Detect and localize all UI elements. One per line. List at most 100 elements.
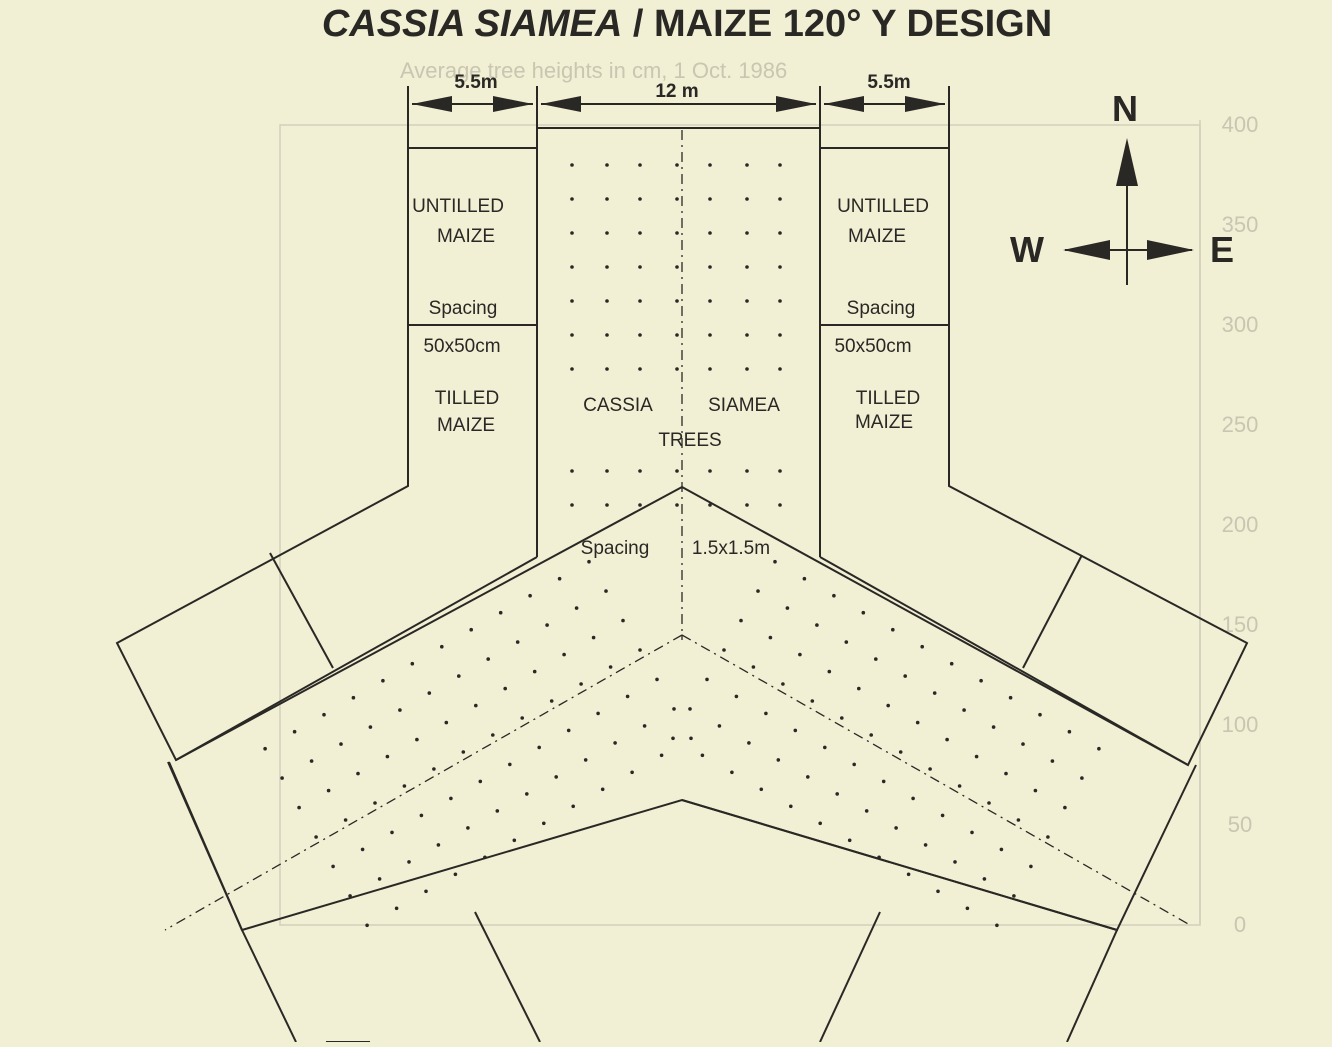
west-strip-labels: UNTILLED MAIZE Spacing 50x50cm TILLED MA… xyxy=(412,196,504,436)
tree-dot xyxy=(491,733,495,737)
bleedthrough-tick: 200 xyxy=(1222,512,1259,537)
tree-dot xyxy=(605,503,609,507)
tree-spacing-value: 1.5x1.5m xyxy=(692,538,770,559)
tree-dot xyxy=(675,367,679,371)
tree-dot xyxy=(427,691,432,695)
tree-dot xyxy=(587,559,591,564)
tree-dot xyxy=(852,762,856,767)
tree-dot xyxy=(717,724,722,728)
tree-dot xyxy=(869,733,873,737)
tree-dot xyxy=(557,576,562,581)
dim-center-strip: 12 m xyxy=(655,81,698,102)
tree-dot xyxy=(591,635,596,640)
tree-dot xyxy=(840,716,844,720)
dim-left-strip: 5.5m xyxy=(454,72,497,93)
tree-dot xyxy=(745,333,749,337)
tree-dot xyxy=(638,503,642,507)
tree-name-siamea: SIAMEA xyxy=(708,395,780,416)
tree-dot xyxy=(570,333,574,337)
tree-dot xyxy=(625,694,630,699)
tree-dot xyxy=(314,835,318,839)
tree-dot xyxy=(512,838,517,843)
tree-dot xyxy=(991,725,996,729)
tree-dot xyxy=(600,787,605,792)
tree-dot xyxy=(638,469,642,473)
tree-dot xyxy=(1012,894,1016,898)
tree-dot xyxy=(621,618,625,623)
tree-dot xyxy=(906,872,911,877)
tree-dot xyxy=(928,767,932,771)
tree-dot xyxy=(962,708,966,712)
tree-dot xyxy=(570,163,574,167)
dimension-lines: 5.5m 12 m 5.5m xyxy=(407,72,950,148)
tree-dot xyxy=(827,669,832,674)
tree-dot xyxy=(688,707,692,711)
tree-dot xyxy=(776,758,781,762)
tree-dot xyxy=(440,644,444,649)
compass-north: N xyxy=(1112,88,1138,129)
tree-dot xyxy=(708,197,712,201)
east-spacing-label: Spacing xyxy=(847,298,916,319)
tree-dot xyxy=(368,725,373,729)
bleedthrough-tick: 100 xyxy=(1222,712,1259,737)
tree-dot xyxy=(605,265,609,269)
tree-dot xyxy=(566,728,571,733)
tree-dot xyxy=(785,606,790,610)
tree-dot xyxy=(326,788,331,793)
tree-dot xyxy=(815,623,819,627)
tree-dot xyxy=(520,716,524,720)
tree-dot xyxy=(722,648,726,652)
tree-dot xyxy=(671,736,675,741)
tree-dot xyxy=(936,889,940,894)
tree-dot xyxy=(778,503,782,507)
tree-dot xyxy=(747,741,751,745)
tree-dot xyxy=(789,804,793,809)
tree-dot xyxy=(675,299,679,303)
tree-dot xyxy=(554,775,558,779)
tree-dot xyxy=(759,787,764,792)
tree-dot xyxy=(675,197,679,201)
tree-dot xyxy=(398,708,402,712)
tree-dot xyxy=(419,813,424,818)
tree-dot xyxy=(974,754,979,759)
tree-dot xyxy=(778,469,782,473)
tree-dot xyxy=(457,674,461,678)
tree-dot xyxy=(394,906,399,911)
title-species: CASSIA SIAMEA xyxy=(322,3,623,45)
tree-dot xyxy=(745,469,749,473)
tree-dot xyxy=(1080,776,1084,780)
tree-dot xyxy=(864,809,869,813)
tree-dot xyxy=(461,750,466,754)
west-tilled-line2: MAIZE xyxy=(437,415,495,436)
tree-dot xyxy=(528,593,532,598)
tree-dot xyxy=(861,610,866,615)
tree-dot xyxy=(1067,729,1072,734)
east-arrow-icon xyxy=(1147,240,1194,260)
tree-dot xyxy=(503,686,508,691)
tree-dot xyxy=(778,197,782,201)
tree-dot xyxy=(778,265,782,269)
tree-dot xyxy=(280,776,284,780)
tree-dot xyxy=(739,618,743,623)
west-tilled-line1: TILLED xyxy=(435,388,499,409)
tree-dot xyxy=(377,877,382,881)
tree-dot xyxy=(486,657,491,661)
tree-dot xyxy=(675,503,679,507)
tree-dot xyxy=(351,695,356,700)
tree-dot xyxy=(903,674,907,678)
tree-dot xyxy=(730,770,734,775)
tree-dot xyxy=(571,804,575,809)
tree-dot xyxy=(432,767,436,771)
tree-dot xyxy=(498,610,503,615)
tree-dot xyxy=(1033,788,1038,793)
tree-dot xyxy=(672,707,676,711)
tree-dot xyxy=(630,770,634,775)
tree-dot xyxy=(542,821,546,826)
tree-dot xyxy=(407,860,411,864)
bleedthrough-layer: Average tree heights in cm, 1 Oct. 1986 … xyxy=(279,58,1259,937)
tree-dot xyxy=(466,826,470,830)
tree-dot xyxy=(638,299,642,303)
tree-dot xyxy=(570,503,574,507)
